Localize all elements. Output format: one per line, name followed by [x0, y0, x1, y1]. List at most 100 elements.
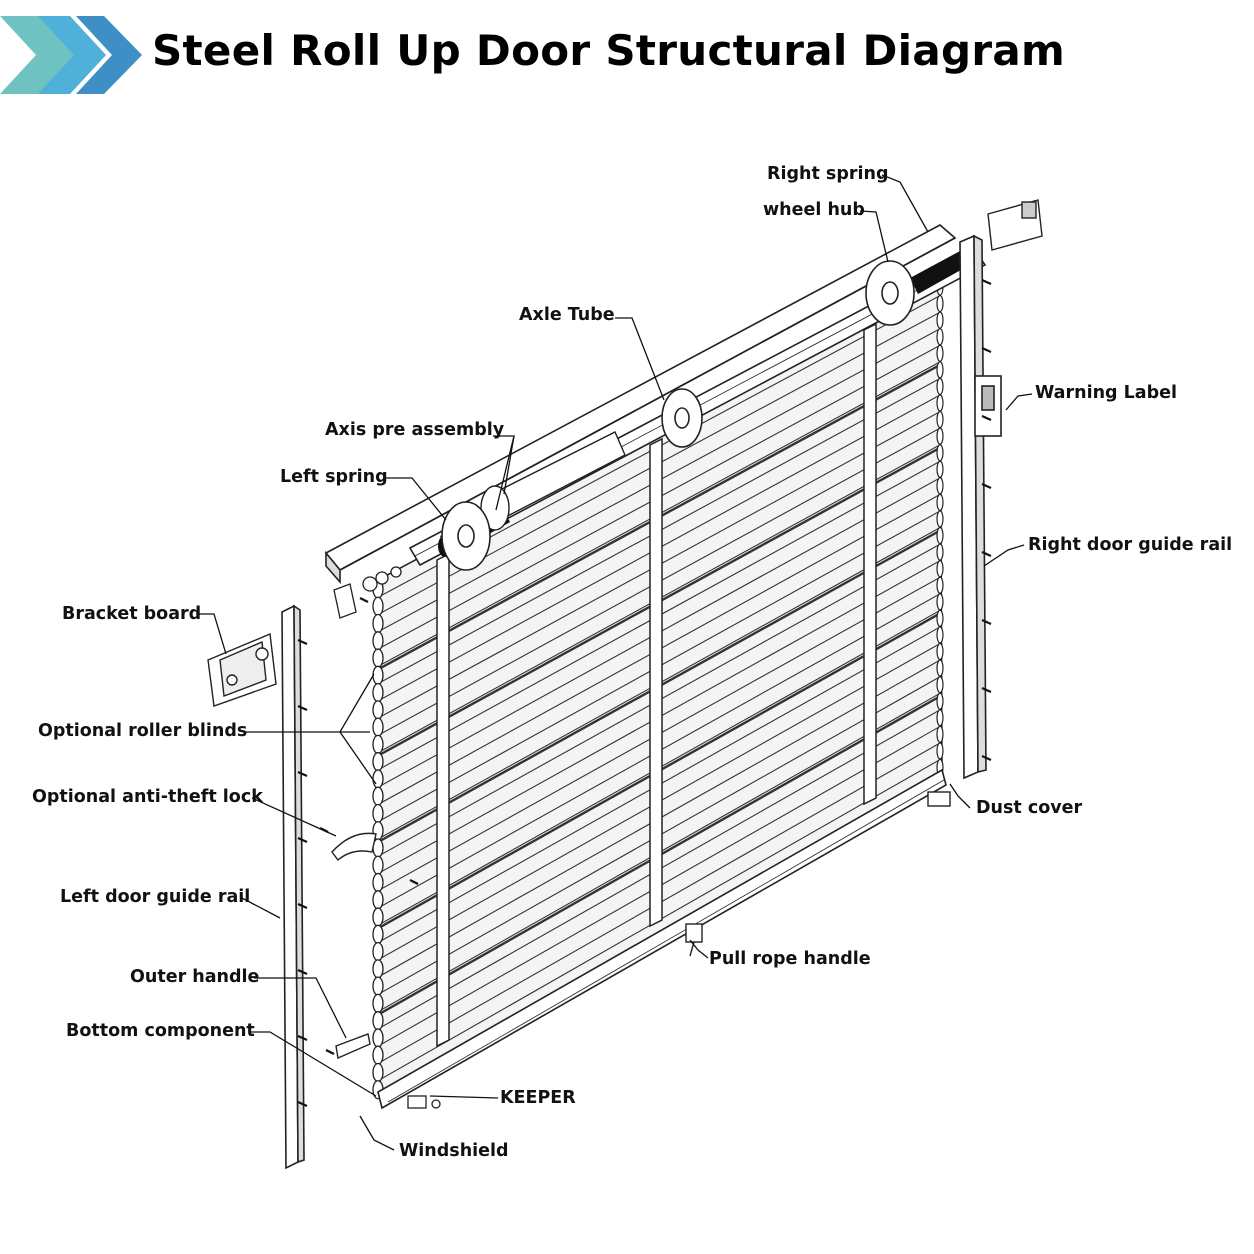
slat-end-right [936, 361, 944, 379]
slat-end [372, 769, 384, 789]
slat-end-right [936, 477, 944, 495]
slat-end [372, 786, 384, 806]
slat-end-right [936, 709, 944, 727]
label-outer-handle: Outer handle [130, 967, 260, 987]
axis-pre-assembly [480, 431, 626, 531]
slat-end [372, 717, 384, 737]
slat-end-right [936, 294, 944, 313]
slat-end [372, 941, 384, 962]
slat-end [372, 924, 384, 944]
slat-end-right [936, 311, 944, 329]
label-right-spring: Right spring [767, 164, 889, 184]
screw [981, 686, 992, 694]
slat-end [372, 855, 384, 875]
slat-end [372, 752, 384, 772]
label-optional-anti-theft-lock: Optional anti-theft lock [32, 787, 263, 807]
label-optional-roller-blinds: Optional roller blinds [38, 721, 248, 741]
slat-end [372, 1028, 384, 1048]
screw [981, 346, 992, 354]
screw [981, 482, 992, 490]
screw [297, 638, 308, 646]
slat-end-right [936, 576, 944, 594]
screw [297, 704, 308, 712]
screw [981, 550, 992, 558]
slat-end-right [936, 609, 944, 627]
slat-end [372, 631, 384, 651]
pull-rope-handle-icon [685, 923, 703, 957]
label-axle-tube: Axle Tube [519, 305, 615, 325]
leader-lines [196, 174, 1033, 1151]
slat-end-right [936, 526, 944, 545]
slat-end-right [936, 675, 944, 694]
screw [325, 1049, 335, 1055]
label-right-door-guide-rail: Right door guide rail [1028, 535, 1233, 555]
slat-end [372, 648, 384, 668]
slat-end [372, 1045, 384, 1065]
chevron-3 [76, 16, 142, 94]
slat-end-right [936, 328, 944, 346]
slat-end [372, 596, 384, 616]
screw [297, 836, 308, 844]
slat-ends-right [936, 278, 944, 777]
label-keeper: KEEPER [500, 1088, 576, 1108]
right-bracket-board [987, 199, 1043, 251]
outer-handle-icon [335, 1033, 371, 1060]
bottom-bar [377, 768, 947, 1110]
screw [409, 879, 419, 885]
wheel-hubs [441, 260, 915, 571]
page-title: Steel Roll Up Door Structural Diagram [152, 26, 1066, 75]
slat-end-right [936, 427, 944, 445]
slat-end-right [936, 344, 944, 362]
label-left-door-guide-rail: Left door guide rail [60, 887, 251, 907]
left-guide-rail [281, 604, 305, 1170]
slat-end [372, 613, 384, 634]
slat-ends [372, 579, 384, 1100]
screw [981, 414, 992, 422]
label-left-spring: Left spring [280, 467, 388, 487]
slat-end [372, 1062, 384, 1083]
slat-end-right [936, 642, 944, 661]
slat-end-right [936, 560, 944, 578]
slat-end [372, 959, 384, 979]
slat-end [372, 682, 384, 703]
slat-end-right [936, 742, 944, 760]
rail-screws [297, 278, 992, 1108]
slat-end [372, 890, 384, 910]
slat-end-right [936, 444, 944, 462]
anti-theft-lock-icon [331, 832, 377, 862]
screw [359, 597, 369, 603]
slat-end-right [936, 543, 944, 561]
slat-end-right [936, 692, 944, 710]
label-warning-label: Warning Label [1035, 383, 1178, 403]
left-bracket-board [207, 632, 277, 707]
slat-end-right [936, 626, 944, 644]
label-wheel-hub: wheel hub [763, 200, 865, 220]
slat-end [372, 734, 384, 755]
slat-end [372, 700, 384, 720]
chevron-arrows-icon [0, 16, 142, 94]
screw [981, 754, 992, 762]
label-axis-pre-assembly: Axis pre assembly [325, 420, 505, 440]
slat-end-right [936, 659, 944, 677]
slat-end [372, 803, 384, 824]
slat-end-right [936, 493, 944, 511]
label-bottom-component: Bottom component [66, 1021, 255, 1041]
slat-end [372, 993, 384, 1014]
header: Steel Roll Up Door Structural Diagram [0, 0, 1254, 110]
right-guide-rail [959, 234, 1002, 780]
screw [297, 1034, 308, 1042]
label-dust-cover: Dust cover [976, 798, 1083, 818]
label-pull-rope-handle: Pull rope handle [709, 949, 871, 969]
screw [981, 618, 992, 626]
slat-end-right [936, 725, 944, 743]
slat-end-right [936, 377, 944, 395]
screw [981, 278, 992, 286]
screw [297, 902, 308, 910]
slat-end-right [936, 593, 944, 611]
keeper-icon [407, 1095, 441, 1109]
screw [297, 968, 308, 976]
slat-end [372, 872, 384, 893]
slat-end-right [936, 510, 944, 528]
screw [297, 770, 308, 778]
